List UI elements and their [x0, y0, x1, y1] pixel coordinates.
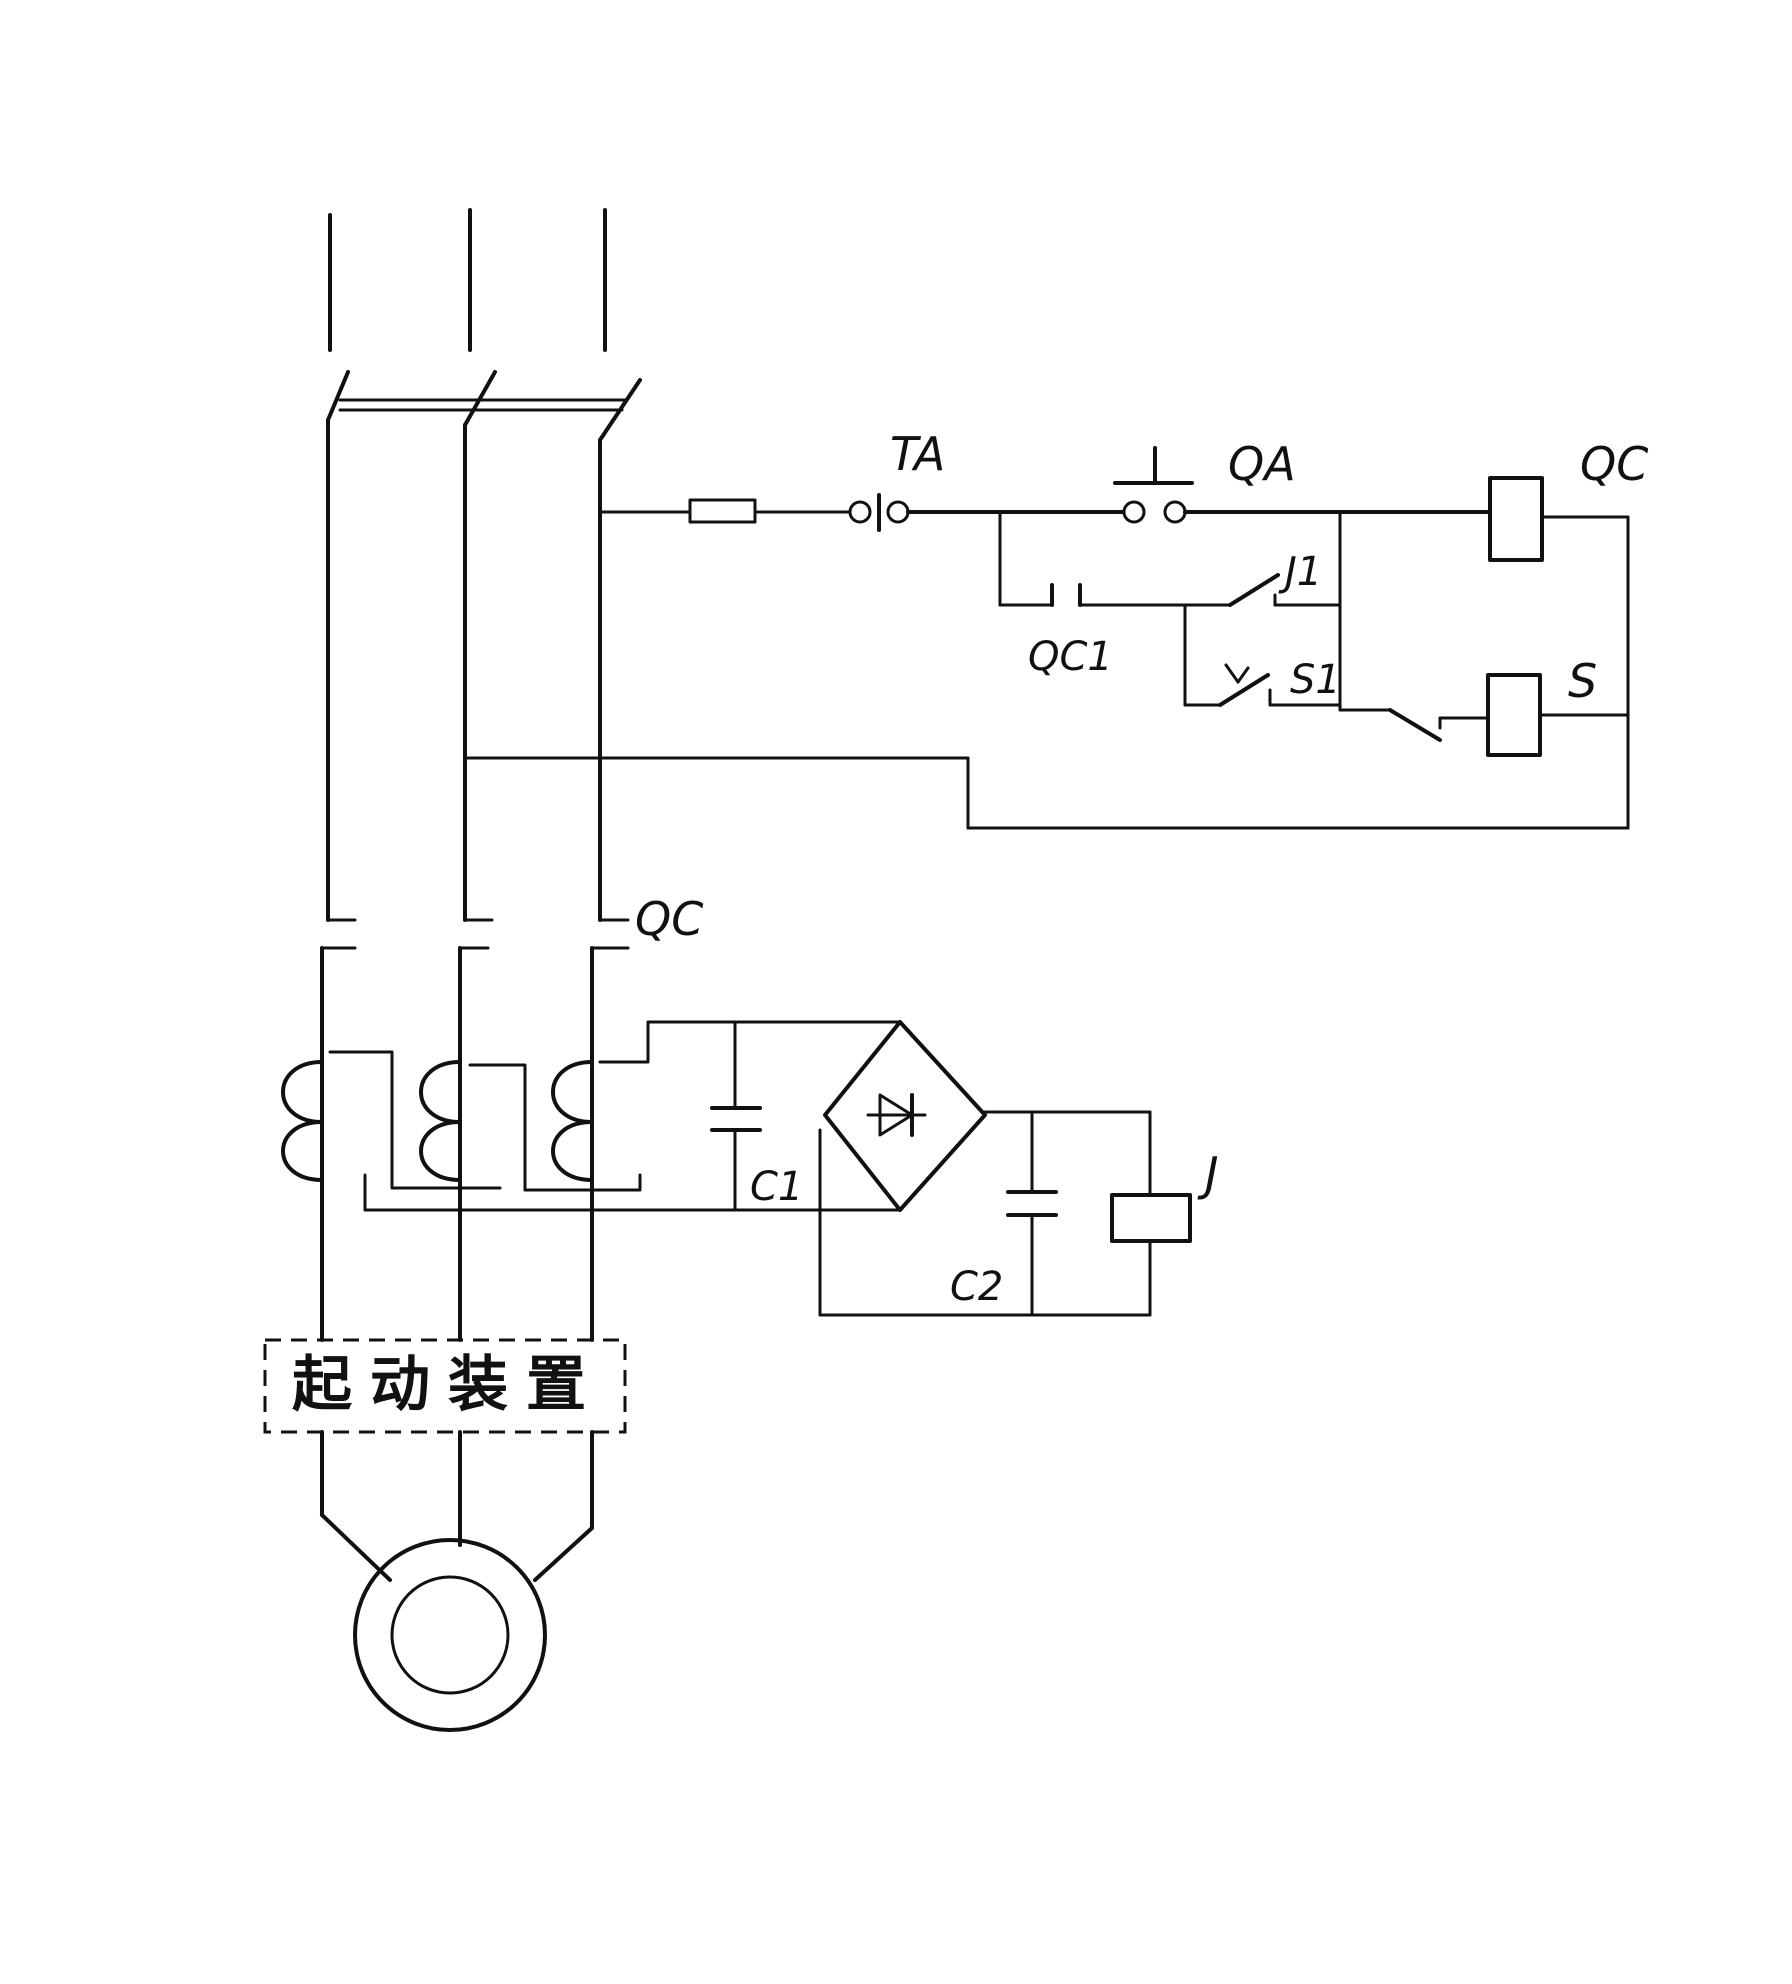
label-ta: TA — [890, 427, 945, 481]
motor-icon — [353, 1538, 547, 1732]
label-qc-main: QC — [635, 892, 703, 946]
starter-box — [263, 1338, 627, 1434]
main-switch — [326, 370, 642, 922]
label-s1: S1 — [1290, 657, 1341, 703]
bridge-rectifier — [823, 1020, 987, 1212]
label-qc1: QC1 — [1028, 634, 1113, 680]
qc-coil — [1488, 476, 1544, 562]
supply-lines — [328, 208, 607, 352]
relay-j-coil — [1110, 1193, 1192, 1243]
label-j1: J1 — [1278, 549, 1322, 595]
s-coil — [1486, 673, 1542, 757]
label-c1: C1 — [750, 1164, 803, 1210]
dc-output — [818, 1110, 1192, 1317]
current-transformers — [281, 1020, 902, 1212]
qc-main-contacts — [320, 918, 630, 1342]
start-button-qa — [1113, 446, 1194, 524]
control-circuit — [463, 446, 1630, 830]
fuse-symbol — [688, 498, 757, 524]
label-qc-coil: QC — [1580, 437, 1648, 491]
c1-capacitor — [710, 1020, 762, 1212]
label-qa: QA — [1228, 437, 1296, 491]
motor — [320, 1430, 594, 1732]
label-starter: 起动装置 — [292, 1350, 604, 1420]
stop-button-ta — [848, 493, 910, 532]
label-c2: C2 — [950, 1264, 1003, 1310]
label-s-coil: S — [1568, 654, 1597, 708]
label-j-relay: J — [1197, 1147, 1219, 1201]
